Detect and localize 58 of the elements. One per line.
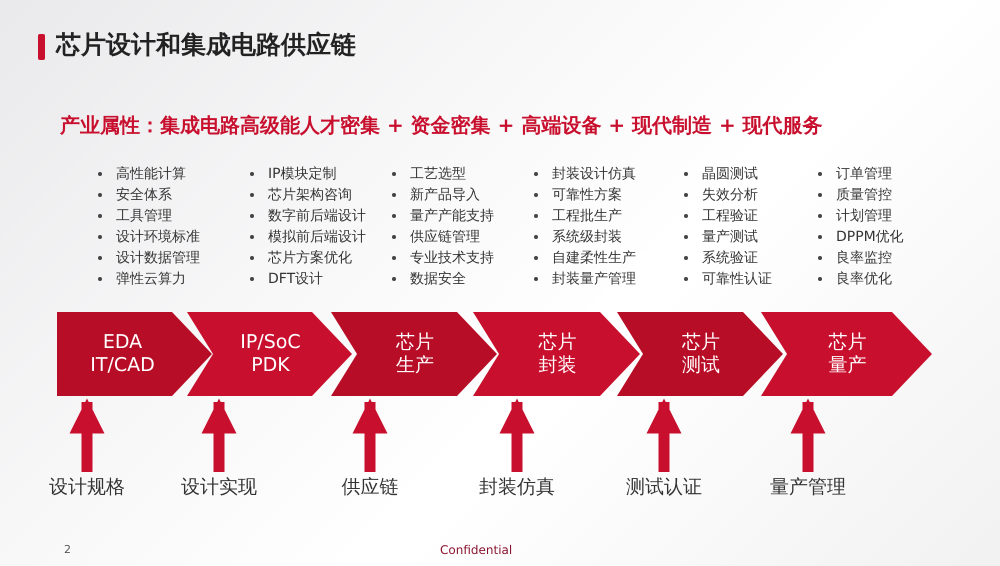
list-item-text: 可靠性方案 [552,187,622,203]
list-item-text: 模拟前后端设计 [268,229,366,245]
stage-label: 芯片测试 [681,331,721,377]
stage-label: 芯片封装 [538,331,578,377]
list-item-text: 安全体系 [116,187,172,203]
page-number: 2 [64,543,71,556]
arrow [352,398,388,472]
caption-text: 供应链 [342,474,398,500]
list-item-text: 工程验证 [702,208,758,224]
list-item-text: 供应链管理 [410,229,480,245]
caption-text: 量产管理 [770,474,846,500]
list-item-text: 工艺选型 [410,166,466,182]
list-item-text: 数据安全 [410,271,466,287]
list-item-text: 质量管控 [836,187,892,203]
list-item-text: 工程批生产 [552,208,622,224]
list-item-text: DFT设计 [268,271,324,287]
list-item-text: 高性能计算 [116,166,186,182]
list-item-text: 失效分析 [702,187,758,203]
slide-title: 芯片设计和集成电路供应链 [56,29,356,61]
list-item-text: 系统验证 [702,250,758,266]
list-item-text: 工具管理 [116,208,172,224]
caption-text: 设计规格 [49,474,125,500]
stage-label: IP/SoC PDK [240,331,301,377]
footer-text: Confidential [440,543,512,557]
list-item-text: 封装量产管理 [552,271,636,287]
list-item-text: 专业技术支持 [410,250,494,266]
list-item-text: 芯片方案优化 [268,250,352,266]
list-item-text: 良率优化 [836,271,892,287]
list-item-text: 晶圆测试 [702,166,758,182]
list-item-text: 良率监控 [836,250,892,266]
list-item-text: 系统级封装 [552,229,622,245]
list-item-text: 设计数据管理 [116,250,200,266]
list-item-text: IP模块定制 [268,166,337,182]
list-item-text: 弹性云算力 [116,271,186,287]
list-item-text: 新产品导入 [410,187,480,203]
arrow [790,398,826,472]
caption-text: 封装仿真 [479,474,555,500]
arrow [646,398,682,472]
arrow [69,398,105,472]
list-item-text: 量产产能支持 [410,208,494,224]
arrow [499,398,535,472]
caption-text: 设计实现 [181,474,257,500]
stage-label: EDA IT/CAD [90,331,155,377]
stage-label: 芯片量产 [828,331,868,377]
arrow [201,398,237,472]
subtitle: 产业属性：集成电路高级能人才密集 + 资金密集 + 高端设备 + 现代制造 + 现代服务 [60,112,823,139]
list-item-text: 设计环境标准 [116,229,200,245]
list-item-text: 数字前后端设计 [268,208,366,224]
list-item-text: 封装设计仿真 [552,166,636,182]
list-item-text: 可靠性认证 [702,271,772,287]
list-item-text: DPPM优化 [836,229,904,245]
list-item-text: 计划管理 [836,208,892,224]
list-item-text: 自建柔性生产 [552,250,636,266]
stage-label: 芯片生产 [395,331,435,377]
list-item-text: 订单管理 [836,166,892,182]
caption-text: 测试认证 [626,474,702,500]
list-item-text: 量产测试 [702,229,758,245]
list-item-text: 芯片架构咨询 [268,187,352,203]
